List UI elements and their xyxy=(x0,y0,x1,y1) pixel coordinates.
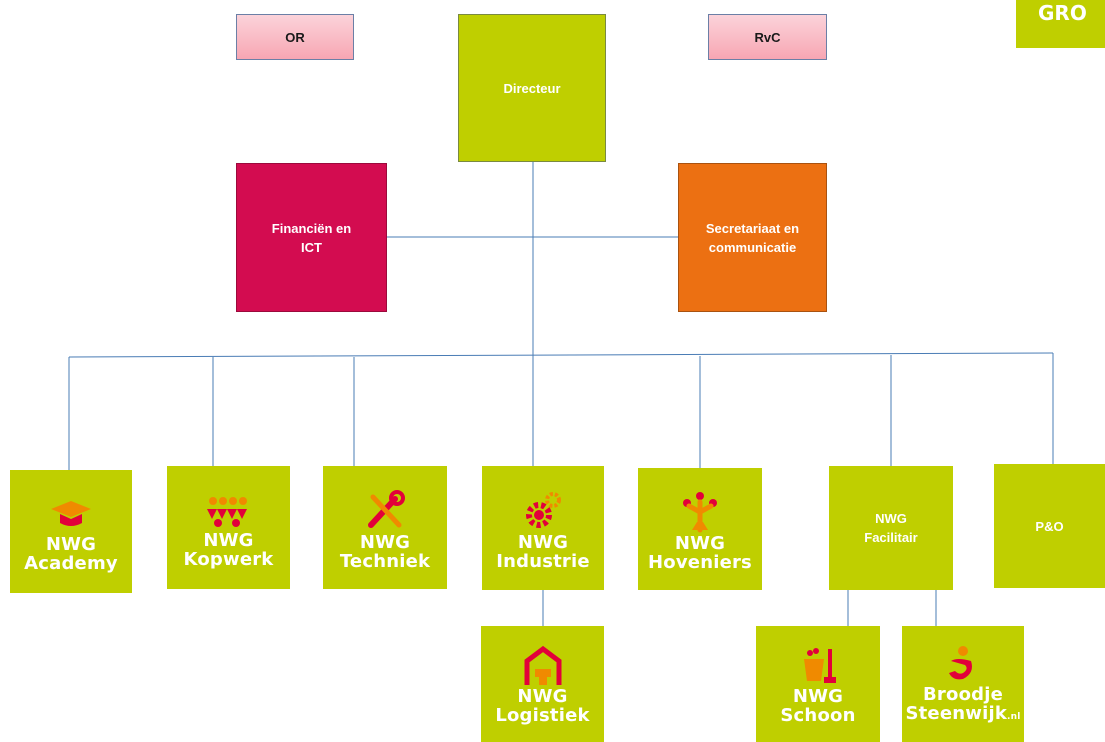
facilitair-line2: Facilitair xyxy=(864,530,918,545)
finance-ict-label-line2: ICT xyxy=(301,239,322,255)
broodje-line1: Broodje xyxy=(923,684,1003,705)
unit-broodje-steenwijk: Broodje Steenwijk.nl xyxy=(902,626,1024,742)
industrie-line2: Industrie xyxy=(496,551,590,572)
unit-po: P&O xyxy=(994,464,1105,588)
logistiek-line1: NWG xyxy=(517,686,568,707)
or-box: OR xyxy=(236,14,354,60)
broodje-suffix: .nl xyxy=(1007,712,1021,722)
kopwerk-line2: Kopwerk xyxy=(183,548,274,570)
finance-ict-label-line1: Financiën en xyxy=(271,220,352,236)
secretariat-label-line2: communicatie xyxy=(708,239,797,255)
graduation-cap-icon xyxy=(49,495,93,535)
tree-icon xyxy=(676,490,724,534)
rvc-box: RvC xyxy=(708,14,827,60)
finance-ict-box: Financiën en ICT xyxy=(236,163,387,312)
warehouse-icon xyxy=(521,645,565,687)
hoveniers-line2: Hoveniers xyxy=(648,552,752,573)
academy-line1: NWG xyxy=(45,533,97,555)
secretariat-label-line1: Secretariaat en xyxy=(705,220,800,236)
unit-facilitair: NWG Facilitair xyxy=(829,466,953,590)
corner-logo-text: GRO xyxy=(1038,1,1087,25)
unit-academy: NWG Academy xyxy=(10,470,132,593)
industrie-line1: NWG xyxy=(517,532,569,553)
secretariat-box: Secretariaat en communicatie xyxy=(678,163,827,312)
broodje-line2-text: Steenwijk xyxy=(905,703,1008,724)
schoon-line1: NWG xyxy=(792,686,844,707)
director-box: Directeur xyxy=(458,14,606,162)
unit-kopwerk: NWG Kopwerk xyxy=(167,466,290,589)
unit-logistiek: NWG Logistiek xyxy=(481,626,604,742)
cleaning-bucket-icon xyxy=(796,645,840,687)
unit-techniek: NWG Techniek xyxy=(323,466,447,589)
po-label: P&O xyxy=(1035,518,1064,534)
bread-icon xyxy=(941,643,985,685)
unit-hoveniers: NWG Hoveniers xyxy=(638,468,762,590)
broodje-line2: Steenwijk.nl xyxy=(905,704,1020,727)
director-label: Directeur xyxy=(503,80,561,96)
gears-icon xyxy=(521,489,565,533)
hoveniers-line1: NWG xyxy=(674,533,726,554)
or-label: OR xyxy=(285,29,305,45)
schoon-line2: Schoon xyxy=(780,705,856,726)
rvc-label: RvC xyxy=(754,29,781,45)
facilitair-line1: NWG xyxy=(875,511,907,526)
logistiek-line2: Logistiek xyxy=(495,705,590,726)
kopwerk-line1: NWG xyxy=(203,529,254,551)
wrench-screwdriver-icon xyxy=(363,489,407,533)
corner-logo: GRO xyxy=(1016,0,1105,48)
unit-schoon: NWG Schoon xyxy=(756,626,880,742)
people-group-icon xyxy=(201,491,257,531)
techniek-line1: NWG xyxy=(359,531,411,553)
academy-line2: Academy xyxy=(24,552,118,574)
techniek-line2: Techniek xyxy=(339,550,431,572)
unit-industrie: NWG Industrie xyxy=(482,466,604,590)
